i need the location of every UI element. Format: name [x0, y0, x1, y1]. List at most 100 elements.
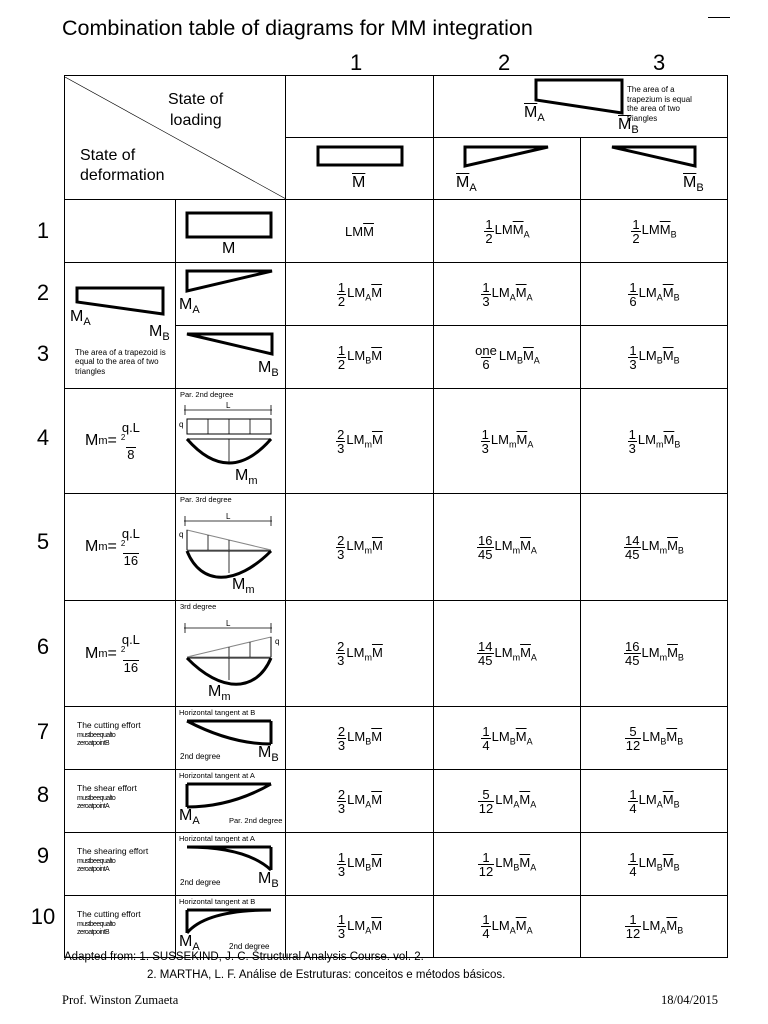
diagram-note: Par. 2nd degree [180, 390, 234, 399]
trapezoid-left-cell: MA MB The area of a trapezoid is equal t… [64, 262, 176, 389]
triangle-a-diagram-icon [463, 145, 549, 168]
load-q: q [179, 530, 184, 539]
row-number-3: 3 [36, 341, 50, 366]
trapezoid-label-mb: MB [149, 322, 170, 343]
row-number-10: 10 [30, 904, 56, 929]
triangle-mb-diagram [186, 332, 274, 356]
dim-l: L [226, 512, 231, 521]
degree-note: 2nd degree [180, 752, 221, 761]
table-row: The cutting effort mustbeequalto zeroatp… [64, 706, 728, 770]
row-number-7: 7 [36, 719, 50, 744]
label-mm: Mm [232, 576, 255, 597]
label-ma: MA [179, 296, 200, 317]
diagram-cell-3: MB [175, 325, 286, 389]
row-number-8: 8 [36, 782, 50, 807]
column-number-1: 1 [350, 50, 363, 75]
left-cell-10: The cutting effort mustbeequalto zeroatp… [64, 895, 176, 958]
load-q: q [275, 637, 280, 646]
label-m-bar: M [352, 174, 366, 191]
label-m: M [222, 240, 236, 257]
tangent-note: Horizontal tangent at A [179, 834, 255, 843]
degree-note: 2nd degree [229, 942, 270, 951]
loading-triangle-b-cell: MB [580, 137, 728, 200]
diagram-cell-6: 3rd degree L q Mm [175, 600, 286, 707]
result-cell: LMM [285, 199, 434, 263]
trapezium-label-mb: MB [618, 116, 639, 137]
diagram-note: 3rd degree [180, 602, 217, 611]
label-ma: MA [179, 807, 200, 828]
row-number-2: 2 [36, 280, 50, 305]
label-mb: MB [258, 359, 279, 380]
trapezoid-note: The area of a trapezoid is equal to the … [75, 347, 166, 376]
parabola-2nd-diagram [184, 405, 273, 465]
effort-note: The cutting effort [77, 720, 141, 730]
tangent-note: Horizontal tangent at B [179, 897, 256, 906]
curve-tangent-a-diagram [185, 782, 272, 809]
label-mm: Mm [208, 683, 231, 704]
row-number-6: 6 [36, 634, 50, 659]
effort-note: The cutting effort [77, 909, 141, 919]
left-cell-9: The shearing effort mustbeequalto zeroat… [64, 832, 176, 896]
degree-note: Par. 2nd degree [229, 816, 283, 825]
trapezoid-diagram [75, 286, 165, 316]
diagram-cell-9: Horizontal tangent at A 2nd degree MB [175, 832, 286, 896]
effort-subnote: mustbeequalto zeroatpointA [77, 858, 116, 873]
parabola-3rd-diagram [184, 516, 273, 579]
diagram-cell-2: MA [175, 262, 286, 326]
label-ma: MA [179, 933, 200, 954]
left-cell-1 [64, 199, 176, 263]
rectangle-m-diagram [185, 211, 273, 239]
effort-subnote: mustbeequalto zeroatpointB [77, 732, 116, 747]
